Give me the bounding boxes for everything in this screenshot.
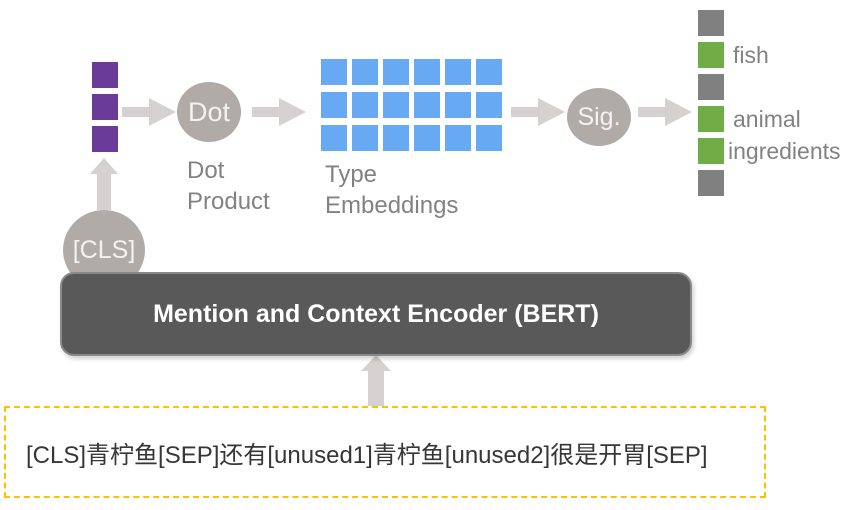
- type-embedding-cell: [445, 59, 471, 85]
- dot-product-caption-line2: Product: [187, 188, 270, 215]
- dot-product-node: Dot: [177, 82, 241, 142]
- type-embedding-cell: [383, 125, 409, 151]
- output-vector-row: ingredients: [698, 138, 841, 164]
- type-embeddings-caption: Type Embeddings: [325, 159, 458, 221]
- type-embedding-cell: [414, 59, 440, 85]
- mention-embedding-vector: [92, 62, 118, 152]
- type-embedding-cell: [352, 125, 378, 151]
- type-embedding-cell: [321, 125, 347, 151]
- sigmoid-node: Sig.: [567, 88, 631, 146]
- arrow-right-icon: [511, 98, 565, 126]
- input-sentence-text: [CLS]青柠鱼[SEP]还有[unused1]青柠鱼[unused2]很是开胃…: [26, 441, 708, 469]
- type-label-fish: fish: [733, 42, 769, 68]
- type-embeddings-caption-line1: Type: [325, 161, 378, 188]
- type-embedding-cell: [383, 92, 409, 118]
- input-sentence-box: [CLS]青柠鱼[SEP]还有[unused1]青柠鱼[unused2]很是开胃…: [4, 406, 766, 498]
- output-vector-row: [698, 74, 841, 100]
- type-embedding-cell: [445, 125, 471, 151]
- type-embeddings-caption-line2: Embeddings: [325, 192, 459, 219]
- output-vector-row: [698, 170, 841, 196]
- dot-product-caption: Dot Product: [187, 155, 270, 217]
- output-type-vector: fish animal ingredients: [698, 10, 841, 202]
- output-vector-cell-negative: [698, 74, 724, 100]
- encoder-box-label: Mention and Context Encoder (BERT): [153, 299, 599, 328]
- dot-node-label: Dot: [187, 96, 231, 127]
- output-vector-row: [698, 10, 841, 36]
- type-label-ingredients: ingredients: [728, 138, 841, 164]
- encoder-box: Mention and Context Encoder (BERT): [60, 272, 692, 356]
- type-embedding-cell: [445, 92, 471, 118]
- type-embedding-cell: [476, 59, 502, 85]
- type-embeddings-grid: [321, 59, 502, 151]
- mention-vector-cell: [92, 62, 118, 88]
- output-vector-cell-positive: [698, 42, 724, 68]
- mention-vector-cell: [92, 94, 118, 120]
- cls-token-label: [CLS]: [72, 235, 136, 264]
- output-vector-row: fish: [698, 42, 841, 68]
- mention-vector-cell: [92, 126, 118, 152]
- type-embedding-cell: [352, 92, 378, 118]
- output-vector-row: animal: [698, 106, 841, 132]
- type-embedding-cell: [321, 92, 347, 118]
- type-embedding-cell: [476, 125, 502, 151]
- output-vector-cell-negative: [698, 10, 724, 36]
- type-label-animal: animal: [733, 106, 801, 132]
- dot-product-caption-line1: Dot: [187, 157, 225, 184]
- type-embedding-cell: [383, 59, 409, 85]
- arrow-up-icon: [361, 355, 391, 407]
- output-vector-cell-positive: [698, 106, 724, 132]
- type-embedding-cell: [321, 59, 347, 85]
- type-embedding-cell: [414, 125, 440, 151]
- type-embedding-cell: [352, 59, 378, 85]
- sigmoid-node-label: Sig.: [577, 102, 621, 131]
- arrow-up-icon: [90, 158, 118, 210]
- type-embedding-cell: [414, 92, 440, 118]
- output-vector-cell-positive: [698, 138, 724, 164]
- arrow-right-icon: [638, 98, 692, 126]
- arrow-right-icon: [122, 98, 176, 126]
- output-vector-cell-negative: [698, 170, 724, 196]
- arrow-right-icon: [252, 98, 306, 126]
- type-embedding-cell: [476, 92, 502, 118]
